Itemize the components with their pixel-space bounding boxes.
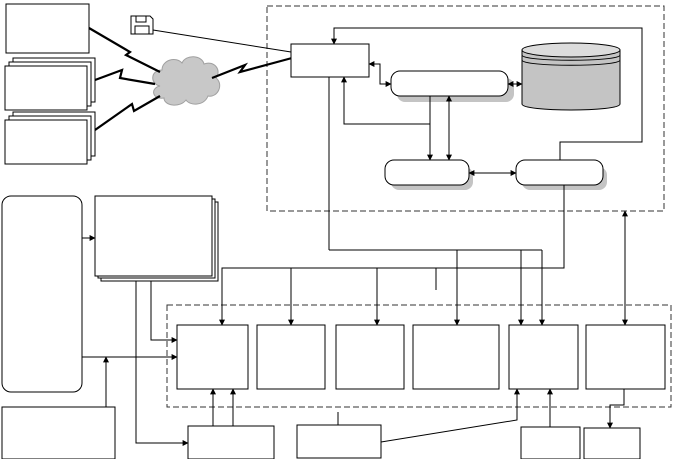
network-cloud-icon: [152, 56, 221, 106]
document-stack-to-module-1: [150, 281, 178, 343]
floppy-disk-icon: [130, 15, 154, 35]
link-floppy-to-server: [152, 29, 292, 53]
terminal-stack-middle: [4, 57, 96, 111]
unit-right-down-bus: [219, 185, 565, 326]
module-5-box: [508, 324, 579, 390]
link-terminal-bottom-to-cloud: [94, 95, 161, 131]
terminal-stack-bottom: [4, 111, 96, 165]
document-stack-to-bottom-box-1: [135, 281, 189, 446]
lower-module-group-boundary: [166, 304, 672, 408]
bottom-box-4: [583, 427, 641, 459]
link-cloud-to-server: [211, 56, 293, 80]
terminal-top: [5, 3, 90, 54]
module-6-box: [585, 324, 666, 390]
left-tall-panel: [1, 195, 83, 393]
link-terminal-top-to-cloud: [88, 27, 161, 73]
module-2-box: [256, 324, 326, 390]
document-stack: [94, 195, 219, 282]
bottom-box-1: [187, 425, 275, 459]
database-cylinder: [521, 42, 621, 111]
central-server-box: [290, 43, 370, 78]
upper-system-boundary: [266, 5, 665, 212]
module-6-to-bottom-box-4: [607, 389, 625, 429]
bottom-left-box: [1, 406, 116, 459]
bottom-box-2-to-module-5: [380, 388, 520, 443]
outer-loop-to-server: [331, 27, 643, 160]
module-4-box: [412, 324, 500, 390]
processing-unit-top: [390, 70, 514, 102]
module-1-box: [176, 324, 249, 390]
server-to-unit-left: [341, 76, 430, 125]
bottom-box-2: [296, 424, 382, 459]
bottom-box-3: [520, 426, 581, 459]
processing-unit-right: [515, 159, 607, 190]
processing-unit-left: [384, 159, 473, 190]
module-3-box: [335, 324, 405, 390]
server-to-unit-top: [368, 61, 392, 87]
link-terminal-middle-to-cloud: [94, 68, 156, 86]
